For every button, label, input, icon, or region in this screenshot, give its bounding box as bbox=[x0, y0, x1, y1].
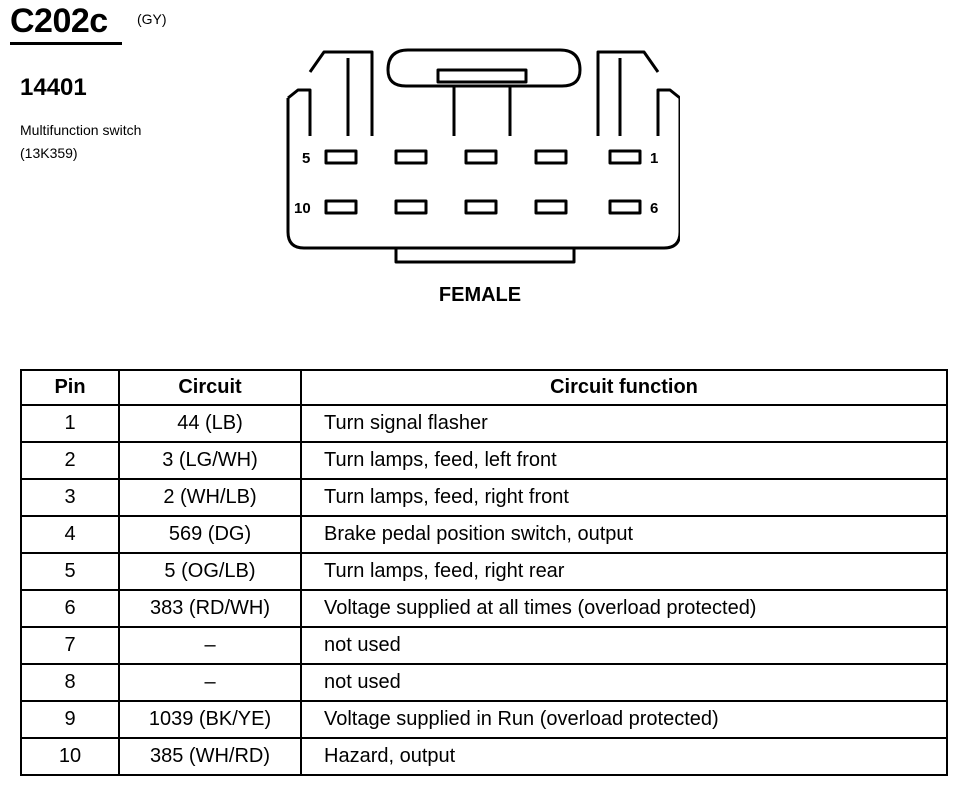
circuit-function: Turn lamps, feed, left front bbox=[300, 441, 948, 480]
cavity-5 bbox=[324, 149, 358, 165]
connector-id: C202c bbox=[10, 2, 108, 40]
circuit-id: 2 (WH/LB) bbox=[118, 478, 302, 517]
cavity-2 bbox=[534, 149, 568, 165]
pin-number: 3 bbox=[20, 478, 120, 517]
circuit-function: Voltage supplied in Run (overload protec… bbox=[300, 700, 948, 739]
circuit-function: Brake pedal position switch, output bbox=[300, 515, 948, 554]
cavity-9 bbox=[394, 199, 428, 215]
circuit-function: Turn lamps, feed, right front bbox=[300, 478, 948, 517]
cavity-8 bbox=[464, 199, 498, 215]
pin-number: 5 bbox=[20, 552, 120, 591]
cavity-4 bbox=[394, 149, 428, 165]
left-latch-inner bbox=[308, 50, 374, 136]
circuit-id: – bbox=[118, 626, 302, 665]
connector-color: (GY) bbox=[137, 11, 167, 27]
lock-tab-bar bbox=[436, 68, 528, 84]
pin-label-1: 1 bbox=[650, 150, 658, 167]
table-row: 2 3 (LG/WH) Turn lamps, feed, left front bbox=[20, 441, 948, 480]
pin-number: 6 bbox=[20, 589, 120, 628]
table-row: 6 383 (RD/WH) Voltage supplied at all ti… bbox=[20, 589, 948, 628]
header-circuit: Circuit bbox=[118, 369, 302, 406]
circuit-function: Hazard, output bbox=[300, 737, 948, 776]
table-row: 8 – not used bbox=[20, 663, 948, 702]
pin-number: 10 bbox=[20, 737, 120, 776]
table-row: 3 2 (WH/LB) Turn lamps, feed, right fron… bbox=[20, 478, 948, 517]
connector-face-diagram: 5 1 10 6 bbox=[286, 48, 680, 264]
part-number: 14401 bbox=[20, 74, 87, 101]
pin-label-10: 10 bbox=[294, 200, 311, 217]
connector-gender-label: FEMALE bbox=[438, 284, 522, 306]
circuit-id: 3 (LG/WH) bbox=[118, 441, 302, 480]
pin-table: Pin Circuit Circuit function 1 44 (LB) T… bbox=[20, 369, 948, 776]
circuit-id: 1039 (BK/YE) bbox=[118, 700, 302, 739]
bottom-key bbox=[394, 248, 576, 264]
circuit-id: 5 (OG/LB) bbox=[118, 552, 302, 591]
cavity-6 bbox=[608, 199, 642, 215]
lock-tab-stem bbox=[452, 86, 512, 136]
cavity-1 bbox=[608, 149, 642, 165]
pin-label-5: 5 bbox=[302, 150, 310, 167]
circuit-function: Voltage supplied at all times (overload … bbox=[300, 589, 948, 628]
pin-number: 7 bbox=[20, 626, 120, 665]
circuit-id: 569 (DG) bbox=[118, 515, 302, 554]
circuit-id: 385 (WH/RD) bbox=[118, 737, 302, 776]
left-latch bbox=[287, 88, 312, 136]
cavity-row-bottom bbox=[324, 199, 642, 215]
circuit-id: 383 (RD/WH) bbox=[118, 589, 302, 628]
pin-number: 8 bbox=[20, 663, 120, 702]
cavity-row-top bbox=[324, 149, 642, 165]
circuit-function: Turn signal flasher bbox=[300, 404, 948, 443]
circuit-id: 44 (LB) bbox=[118, 404, 302, 443]
table-row: 7 – not used bbox=[20, 626, 948, 665]
circuit-function: not used bbox=[300, 626, 948, 665]
pin-number: 2 bbox=[20, 441, 120, 480]
header-pin: Pin bbox=[20, 369, 120, 406]
connector-housing bbox=[286, 98, 680, 250]
circuit-function: not used bbox=[300, 663, 948, 702]
right-latch-inner bbox=[596, 50, 660, 136]
pin-number: 1 bbox=[20, 404, 120, 443]
component-code: (13K359) bbox=[20, 145, 78, 161]
pin-number: 9 bbox=[20, 700, 120, 739]
table-row: 10 385 (WH/RD) Hazard, output bbox=[20, 737, 948, 776]
circuit-function: Turn lamps, feed, right rear bbox=[300, 552, 948, 591]
pin-number: 4 bbox=[20, 515, 120, 554]
right-latch bbox=[656, 88, 680, 136]
pin-label-6: 6 bbox=[650, 200, 658, 217]
circuit-id: – bbox=[118, 663, 302, 702]
lock-tab bbox=[386, 48, 582, 88]
table-row: 9 1039 (BK/YE) Voltage supplied in Run (… bbox=[20, 700, 948, 739]
connector-id-underline bbox=[10, 42, 122, 45]
table-row: 5 5 (OG/LB) Turn lamps, feed, right rear bbox=[20, 552, 948, 591]
cavity-3 bbox=[464, 149, 498, 165]
table-row: 1 44 (LB) Turn signal flasher bbox=[20, 404, 948, 443]
component-name: Multifunction switch bbox=[20, 122, 142, 138]
table-header-row: Pin Circuit Circuit function bbox=[20, 369, 948, 406]
table-row: 4 569 (DG) Brake pedal position switch, … bbox=[20, 515, 948, 554]
header-function: Circuit function bbox=[300, 369, 948, 406]
cavity-10 bbox=[324, 199, 358, 215]
cavity-7 bbox=[534, 199, 568, 215]
